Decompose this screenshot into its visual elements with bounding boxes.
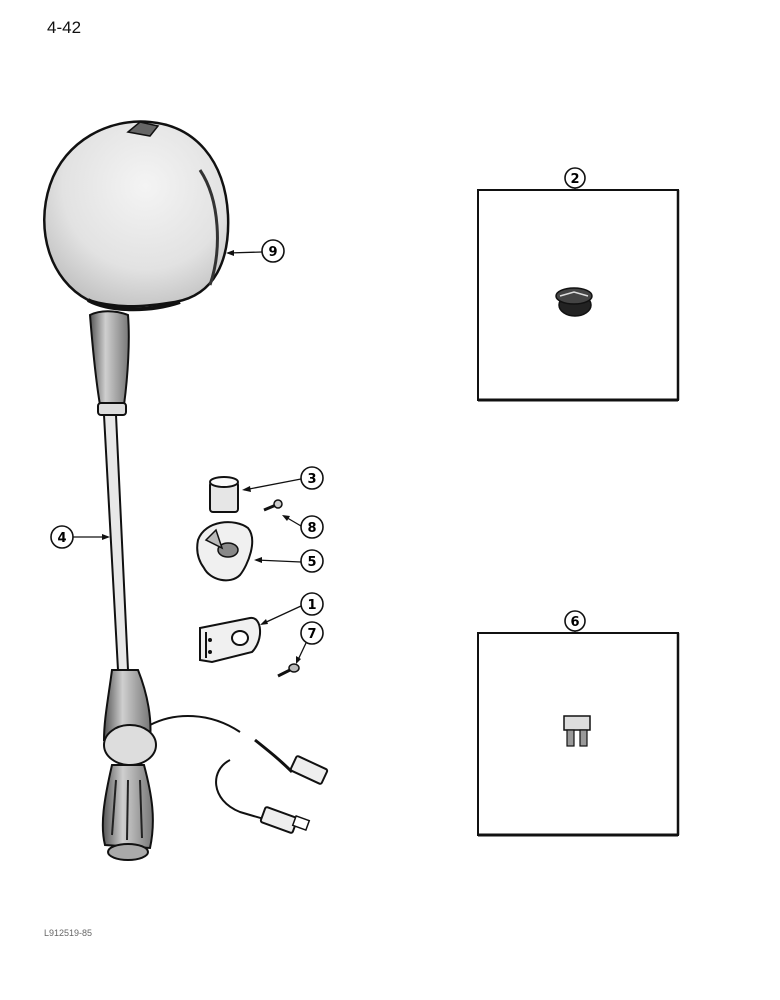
callout-6-label: 6 <box>570 615 579 630</box>
figure-reference: L912519-85 <box>44 928 93 938</box>
inset-part-6 <box>477 632 680 837</box>
callout-4-label: 4 <box>57 531 66 546</box>
callout-3-label: 3 <box>307 472 316 487</box>
leader-lines <box>73 186 576 664</box>
callout-1-label: 1 <box>307 598 316 613</box>
callout-4: 4 <box>50 525 74 549</box>
callout-2: 2 <box>564 167 586 189</box>
lamp-head-illustration <box>43 120 230 312</box>
leader-3 <box>243 478 302 491</box>
callout-7-label: 7 <box>307 627 316 642</box>
fuse-illustration <box>563 715 591 747</box>
callout-5-label: 5 <box>307 555 316 570</box>
bushing-illustration <box>209 476 239 513</box>
callout-6: 6 <box>564 610 586 632</box>
inset-part-2 <box>477 189 680 402</box>
plug-illustration <box>555 287 593 317</box>
mounting-plate-illustration <box>196 521 254 582</box>
switch-base-illustration <box>101 669 157 861</box>
lamp-neck-illustration <box>88 310 130 416</box>
callout-1: 1 <box>300 592 324 616</box>
screw-illustration <box>277 663 300 678</box>
small-screw-illustration <box>263 499 283 512</box>
wiring-harness-illustration <box>149 715 329 834</box>
callout-9: 9 <box>261 239 285 263</box>
callout-8: 8 <box>300 515 324 539</box>
callout-7: 7 <box>300 621 324 645</box>
callout-2-label: 2 <box>570 172 579 187</box>
rod-illustration <box>102 414 130 671</box>
leader-1 <box>261 605 302 625</box>
bracket-illustration <box>199 616 261 664</box>
page-number: 4-42 <box>47 18 82 37</box>
callout-8-label: 8 <box>307 521 316 536</box>
leader-5 <box>255 559 302 563</box>
callout-3: 3 <box>300 466 324 490</box>
callout-9-label: 9 <box>268 245 277 260</box>
callout-5: 5 <box>300 549 324 573</box>
